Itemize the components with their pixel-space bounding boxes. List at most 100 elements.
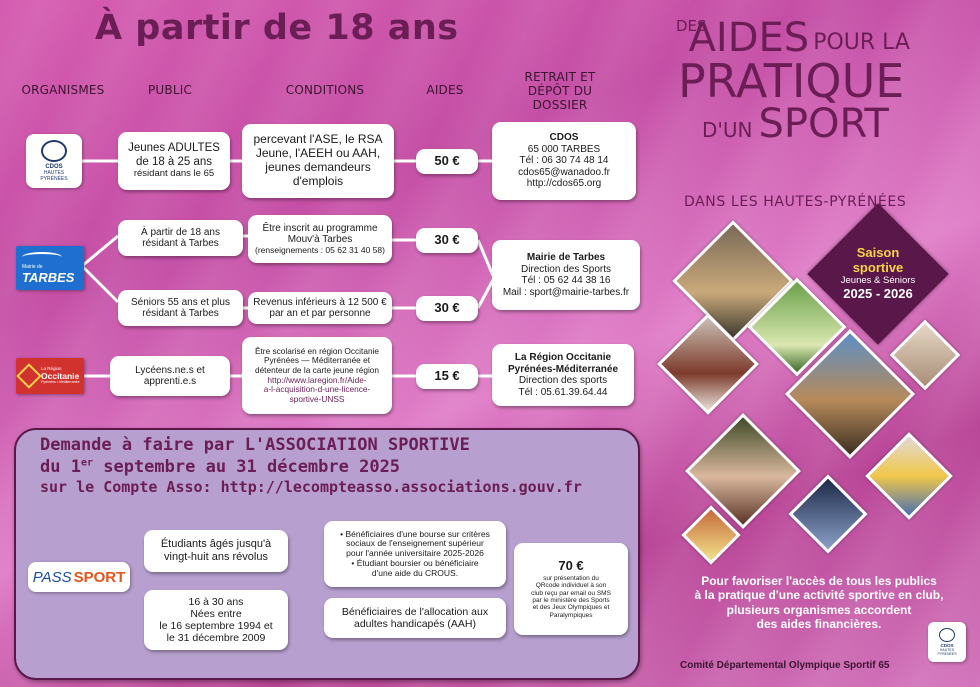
retrait-name: Mairie de Tarbes — [526, 252, 606, 263]
tarbes-logo: Mairie de TARBES — [16, 246, 84, 290]
pass-logo-text: PASS — [32, 568, 72, 586]
asso-date-prefix: du 1 — [40, 457, 81, 478]
condition-text: d'une aide du CROUS. — [371, 567, 459, 578]
right-subtitle: DANS LES HAUTES-PYRÉNÉES — [684, 194, 907, 210]
season-text: Jeunes & Séniors — [840, 274, 916, 286]
retrait-text: Mail : sport@mairie-tarbes.fr — [502, 286, 630, 298]
season-text: sportive — [852, 259, 904, 275]
mountain-icon — [22, 251, 62, 262]
region-aid-link[interactable]: http://www.laregion.fr/Aide- — [267, 374, 367, 385]
retrait-text: http://cdos65.org — [526, 178, 602, 190]
retrait-box: La Région Occitanie Pyrénées-Méditerrané… — [492, 344, 634, 406]
occitanie-logo-text: Occitanie — [41, 370, 80, 381]
amount-note: Paralympiques — [549, 611, 593, 619]
condition-text: pour l'année universitaire 2025-2026 — [346, 548, 484, 559]
retrait-text: cdos65@wanadoo.fr — [518, 166, 610, 178]
asso-line: du 1er septembre au 31 décembre 2025 — [40, 456, 582, 478]
cdos-logo-text: PYRÉNÉES — [937, 652, 957, 656]
pass-amount-box: 70 € sur présentation du QRcode individu… — [514, 543, 628, 635]
condition-text: Pyrénées — Méditerranée et — [263, 355, 371, 366]
condition-text: • Étudiant boursier ou bénéficiaire — [351, 557, 479, 568]
condition-text: jeunes demandeurs — [265, 160, 371, 174]
season-text: Saison — [856, 245, 900, 260]
cdos-logo: CDOS HAUTES PYRÉNÉES — [26, 134, 82, 188]
column-header-aides: AIDES — [426, 83, 464, 97]
column-header-public: PUBLIC — [147, 83, 193, 97]
retrait-name: La Région Occitanie — [514, 352, 612, 363]
title-line: DES AIDES POUR LA — [676, 18, 966, 58]
condition-text: détenteur de la carte jeune région — [254, 364, 380, 375]
cdos-logo-text: CDOS — [45, 164, 63, 170]
conditions-box: Être inscrit au programme Mouv'à Tarbes … — [248, 215, 392, 263]
title-big: AIDES — [688, 15, 810, 61]
public-text: apprenti.e.s — [143, 376, 197, 387]
occitan-cross-icon — [16, 363, 42, 389]
tarbes-logo-text: Mairie de — [22, 263, 43, 270]
public-text: de 18 à 25 ans — [135, 155, 213, 168]
public-text: le 31 décembre 2009 — [166, 632, 266, 645]
title-small: POUR LA — [813, 30, 910, 55]
condition-text: Être scolarisé en région Occitanie — [254, 345, 380, 356]
public-text: résidant dans le 65 — [133, 167, 215, 179]
right-title: DES AIDES POUR LA PRATIQUE D'UN SPORT — [676, 18, 966, 144]
title-small: D'UN — [702, 118, 753, 142]
amount-badge: 15 € — [416, 364, 478, 389]
public-box: Séniors 55 ans et plus résidant à Tarbes — [118, 290, 243, 326]
footer-line: des aides financières. — [756, 617, 882, 632]
sport-logo-text: SPORT — [73, 568, 126, 586]
retrait-name: CDOS — [549, 132, 579, 144]
retrait-name: Pyrénées-Méditerranée — [507, 363, 619, 375]
condition-text: d'emplois — [292, 173, 344, 188]
occitanie-logo-text: La Région — [41, 365, 62, 371]
olympic-rings-icon — [41, 140, 67, 162]
amount-badge: 70 € — [558, 557, 584, 573]
public-text: le 16 septembre 1994 et — [159, 620, 273, 632]
public-text: Étudiants âgés jusqu'à — [160, 538, 272, 551]
condition-text: percevant l'ASE, le RSA — [253, 132, 383, 147]
condition-text: (renseignements : 05 62 31 40 58) — [255, 244, 385, 255]
retrait-box: CDOS 65 000 TARBES Tél : 06 30 74 48 14 … — [492, 122, 636, 200]
condition-text: Mouv'à Tarbes — [287, 234, 353, 246]
condition-text: Bénéficiaires de l'allocation aux — [341, 605, 489, 618]
conditions-box: percevant l'ASE, le RSA Jeune, l'AEEH ou… — [242, 124, 394, 198]
cdos-logo-text: HAUTES — [43, 170, 65, 176]
region-aid-link[interactable]: a-l-acquisition-d-une-licence- — [263, 384, 371, 395]
public-text: À partir de 18 ans — [141, 226, 220, 238]
public-text: vingt-huit ans révolus — [164, 551, 268, 563]
condition-text: sociaux de l'enseignement supérieur — [346, 538, 484, 549]
credit-text: Comité Départemental Olympique Sportif 6… — [680, 660, 890, 671]
occitanie-logo-textgroup: La Région Occitanie Pyrénées • Méditerra… — [41, 365, 80, 385]
asso-date-sup: er — [80, 457, 93, 469]
public-box: Étudiants âgés jusqu'à vingt-huit ans ré… — [144, 530, 288, 572]
season-badge-text: Saison sportive Jeunes & Séniors 2025 - … — [828, 245, 928, 302]
public-text: Jeunes ADULTES — [128, 142, 220, 155]
retrait-box: Mairie de Tarbes Direction des Sports Té… — [492, 240, 640, 310]
public-box: Lycéens.ne.s et apprenti.e.s — [110, 356, 230, 396]
right-footer-text: Pour favoriser l'accès de tous les publi… — [664, 574, 974, 632]
retrait-text: Tél : 05.61.39.64.44 — [518, 386, 608, 398]
title-small: DES — [676, 17, 707, 35]
amount-note: et des Jeux Olympiques et — [532, 604, 610, 612]
retrait-text: Direction des Sports — [520, 263, 612, 275]
tarbes-logo-text: TARBES — [22, 269, 75, 285]
condition-text: Être inscrit au programme — [262, 222, 378, 234]
occitanie-logo: La Région Occitanie Pyrénées • Méditerra… — [16, 358, 84, 394]
retrait-line: DÉPÔT DU — [527, 83, 593, 98]
cdos-logo: CDOS HAUTES PYRÉNÉES — [928, 622, 966, 662]
retrait-text: Tél : 05 62 44 38 16 — [521, 275, 611, 286]
conditions-box: Revenus inférieurs à 12 500 € par an et … — [248, 292, 392, 324]
condition-text: adultes handicapés (AAH) — [354, 618, 476, 630]
footer-line: à la pratique d'une activité sportive en… — [694, 588, 944, 603]
main-title: À partir de 18 ans — [95, 8, 459, 48]
public-text: résidant à Tarbes — [142, 308, 219, 319]
region-aid-link[interactable]: sportive-UNSS — [289, 393, 345, 404]
column-header-retrait: RETRAIT ET DÉPÔT DU DOSSIER — [515, 70, 605, 112]
compte-asso-link[interactable]: sur le Compte Asso: http://lecompteasso.… — [40, 478, 582, 497]
cdos-logo-text: CDOS — [940, 643, 954, 648]
retrait-line: DOSSIER — [532, 97, 588, 112]
conditions-box: • Bénéficiaires d'une bourse sur critère… — [324, 521, 506, 587]
column-header-organismes: ORGANISMES — [21, 83, 105, 97]
footer-line: plusieurs organismes accordent — [726, 602, 912, 617]
column-header-conditions: CONDITIONS — [285, 83, 365, 97]
amount-badge: 30 € — [416, 296, 478, 321]
